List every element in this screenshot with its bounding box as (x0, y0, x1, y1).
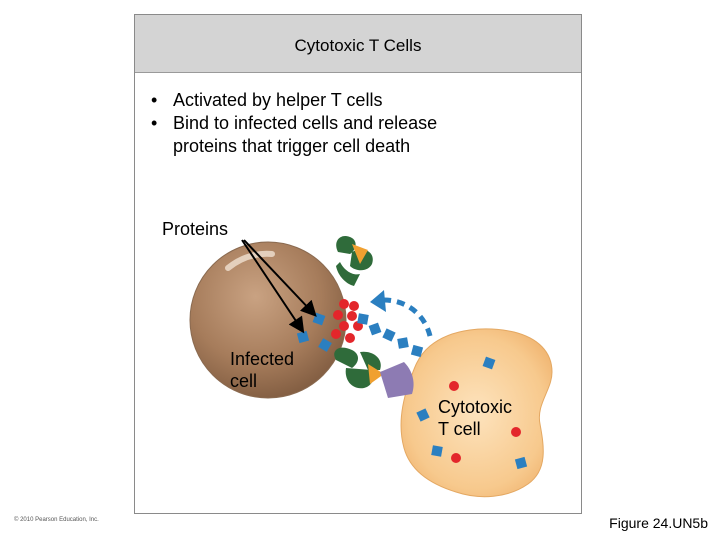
proteins-label: Proteins (162, 219, 229, 239)
release-arrowhead (370, 290, 386, 312)
receptor-top (336, 235, 373, 286)
receptor-bottom (334, 347, 384, 389)
t-cell-receptor (380, 362, 414, 398)
t-cell-label: Cytotoxic T cell (438, 397, 513, 439)
bullet-item: • Bind to infected cells and release pro… (151, 113, 438, 156)
panel-header: Cytotoxic T Cells (135, 15, 581, 73)
panel-title: Cytotoxic T Cells (294, 36, 422, 55)
perforin-cluster (331, 299, 363, 343)
infected-cell (189, 241, 347, 399)
infected-cell-highlight (225, 250, 275, 271)
release-arrow (383, 297, 433, 337)
bullet-item: • Activated by helper T cells (151, 90, 383, 110)
pointer-line (243, 239, 317, 317)
figure-id: Figure 24.UN5b (609, 515, 708, 531)
infected-cell-label: Infected cell (230, 349, 295, 391)
diagram-panel: Cytotoxic T Cells • Activated by helper … (134, 14, 582, 514)
t-cell-granules (449, 381, 521, 463)
copyright-text: © 2010 Pearson Education, Inc. (14, 517, 99, 523)
granzyme-proteins (296, 312, 528, 470)
bullet-list: • Activated by helper T cells • Bind to … (145, 89, 533, 158)
pointer-line (241, 239, 305, 334)
